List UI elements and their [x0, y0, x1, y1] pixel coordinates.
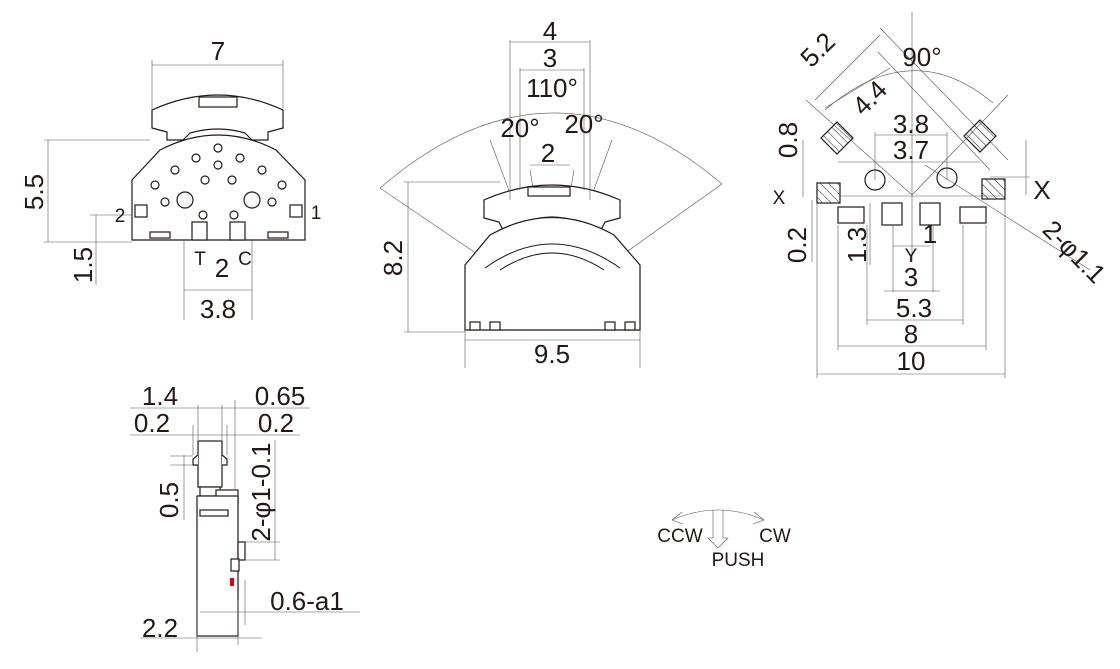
pcb-x-left-label: X: [773, 188, 786, 209]
marker-red: [230, 578, 234, 586]
angle-total-label: 110°: [526, 73, 578, 103]
pcb-dim-8-label: 8: [904, 319, 918, 349]
pcb-dim-3-7-label: 3.7: [893, 135, 929, 165]
top-dim-3-label: 3: [543, 43, 557, 73]
pcb-dim-0-2-label: 0.2: [782, 227, 812, 263]
pin-2-label: 2: [115, 206, 126, 227]
holes: [150, 143, 287, 220]
angle-left-label: 20°: [500, 113, 539, 143]
pcb-dim-5-3-label: 5.3: [896, 293, 932, 323]
side-chamfer-label: 0.6-a1: [270, 586, 344, 616]
pin-1-label: 1: [311, 203, 322, 224]
knob-outline: [151, 94, 284, 141]
pcb-dim-0-8-label: 0.8: [773, 122, 803, 158]
terminal-t-label: T: [194, 249, 206, 270]
pcb-y-label: Y: [905, 246, 918, 267]
side-dim-0-65-label: 0.65: [255, 381, 306, 411]
body-outline: [131, 134, 306, 241]
push-label: PUSH: [712, 550, 765, 571]
pcb-angle-label: 90°: [902, 42, 941, 72]
cw-label: CW: [759, 526, 791, 547]
front-view: 7 5.5 1.5 2 1 T 2 C 3.8: [19, 36, 321, 324]
pcb-dim-3-8-label: 3.8: [893, 109, 929, 139]
side-dim-0-2-right-label: 0.2: [258, 408, 294, 438]
pcb-hole-label: 2-φ1.1: [1037, 214, 1112, 289]
terminal-c-label: C: [238, 249, 252, 270]
top-view: 4 3 110° 20° 20° 2 8.2 9.5: [378, 16, 723, 369]
pcb-layout: 5.2 4.4 90° 0.8 3.8 3.7 X X 2-φ1.1 0.2 1…: [773, 12, 1112, 378]
side-boss-label: 2-φ1-0.1: [246, 442, 276, 541]
pcb-dim-3-label: 3: [904, 262, 918, 292]
side-dim-1-4-label: 1.4: [142, 381, 178, 411]
pin-span-label: 3.8: [200, 294, 236, 324]
pcb-dim-4-4-label: 4.4: [846, 74, 893, 121]
push-arrow-icon: [707, 510, 729, 549]
side-view: 1.4 0.65 0.2 0.2 0.5 2-φ1-0.1 0.6-a1 2.2: [130, 381, 360, 652]
side-dim-0-2-left-label: 0.2: [134, 408, 170, 438]
top-dim-4-label: 4: [543, 16, 557, 46]
knob-slot: [198, 96, 238, 108]
front-pin-offset-label: 1.5: [68, 247, 98, 283]
side-dim-2-2-label: 2.2: [142, 613, 178, 643]
rotation-arrow-icon: [671, 509, 765, 521]
terminal-pitch-label: 2: [215, 253, 229, 283]
direction-legend: CCW CW PUSH: [657, 509, 791, 571]
side-dim-0-5-label: 0.5: [154, 482, 184, 518]
top-dim-2-label: 2: [541, 138, 555, 168]
pcb-dim-1-3-label: 1.3: [842, 227, 872, 263]
pcb-dim-10-label: 10: [897, 346, 926, 376]
top-width-label: 9.5: [534, 339, 570, 369]
pcb-x-right-label: X: [1033, 175, 1050, 205]
angle-right-label: 20°: [564, 109, 603, 139]
pcb-dim-5-2-label: 5.2: [794, 26, 841, 73]
pcb-dim-1-label: 1: [923, 219, 937, 249]
top-height-label: 8.2: [378, 240, 408, 276]
front-height-label: 5.5: [19, 174, 49, 210]
ccw-label: CCW: [657, 526, 702, 547]
front-width-label: 7: [211, 36, 225, 66]
